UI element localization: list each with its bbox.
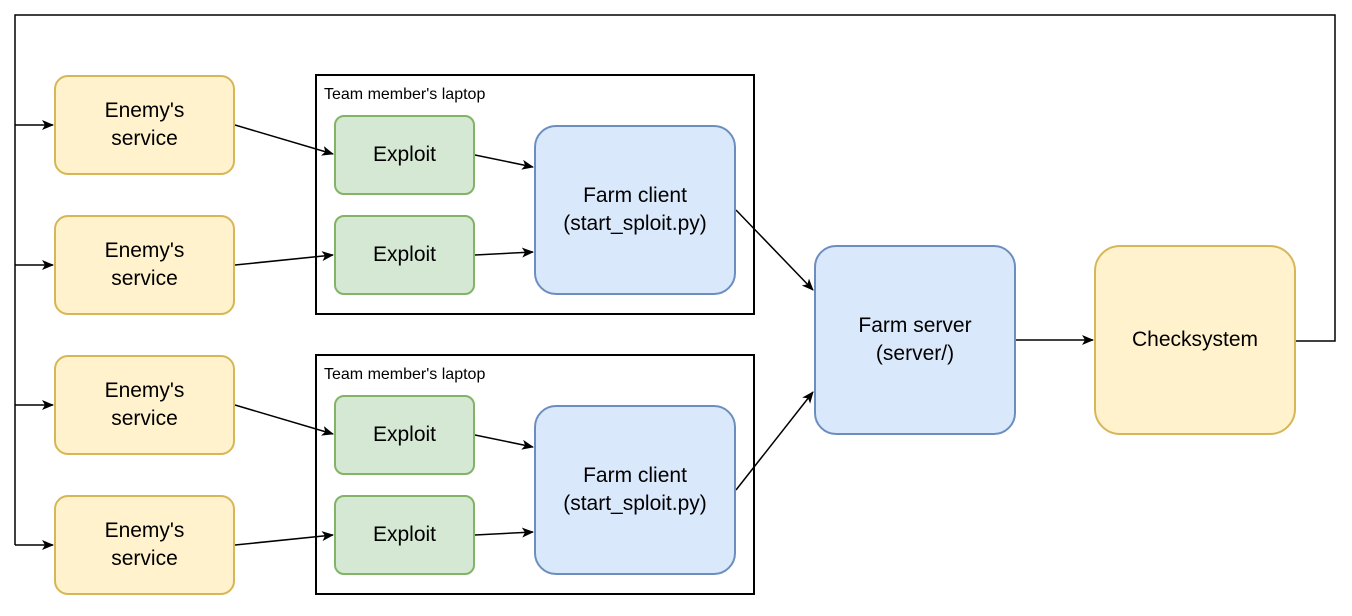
node-label: Exploit: [372, 523, 437, 546]
enemy-service-node[interactable]: Enemy's service: [54, 75, 235, 175]
node-label: Enemy's service: [104, 99, 185, 150]
node-label: Exploit: [372, 143, 437, 166]
edge-exploit-2-client-1: [474, 247, 534, 258]
node-label: Farm client (start_sploit.py): [563, 184, 707, 235]
edge-client-1-server: [735, 209, 814, 291]
checksystem-node[interactable]: Checksystem: [1094, 245, 1296, 435]
node-label: Checksystem: [1131, 328, 1259, 351]
enemy-service-node[interactable]: Enemy's service: [54, 215, 235, 315]
edge-exploit-4-client-2: [474, 527, 534, 538]
laptop-group-2: Team member's laptop: [315, 354, 755, 595]
enemy-service-node[interactable]: Enemy's service: [54, 495, 235, 595]
node-label: Exploit: [372, 243, 437, 266]
laptop-label: Team member's laptop: [324, 366, 486, 383]
node-label: Enemy's service: [104, 519, 185, 570]
farm-server-node[interactable]: Farm server (server/): [814, 245, 1016, 435]
node-label: Farm client (start_sploit.py): [563, 464, 707, 515]
exploit-node[interactable]: Exploit: [334, 495, 475, 575]
exploit-node[interactable]: Exploit: [334, 115, 475, 195]
node-label: Farm server (server/): [858, 314, 972, 365]
exploit-node[interactable]: Exploit: [334, 215, 475, 295]
edge-exploit-1-client-1: [474, 154, 534, 170]
laptop-label: Team member's laptop: [324, 86, 486, 103]
farm-client-node[interactable]: Farm client (start_sploit.py): [534, 405, 736, 575]
edge-checksystem-loop: [14, 14, 1336, 545]
enemy-service-node[interactable]: Enemy's service: [54, 355, 235, 455]
edge-client-2-server: [735, 391, 814, 491]
node-label: Exploit: [372, 423, 437, 446]
exploit-node[interactable]: Exploit: [334, 395, 475, 475]
node-label: Enemy's service: [104, 239, 185, 290]
farm-client-node[interactable]: Farm client (start_sploit.py): [534, 125, 736, 295]
laptop-group-1: Team member's laptop: [315, 74, 755, 315]
edge-exploit-3-client-2: [474, 434, 534, 450]
node-label: Enemy's service: [104, 379, 185, 430]
